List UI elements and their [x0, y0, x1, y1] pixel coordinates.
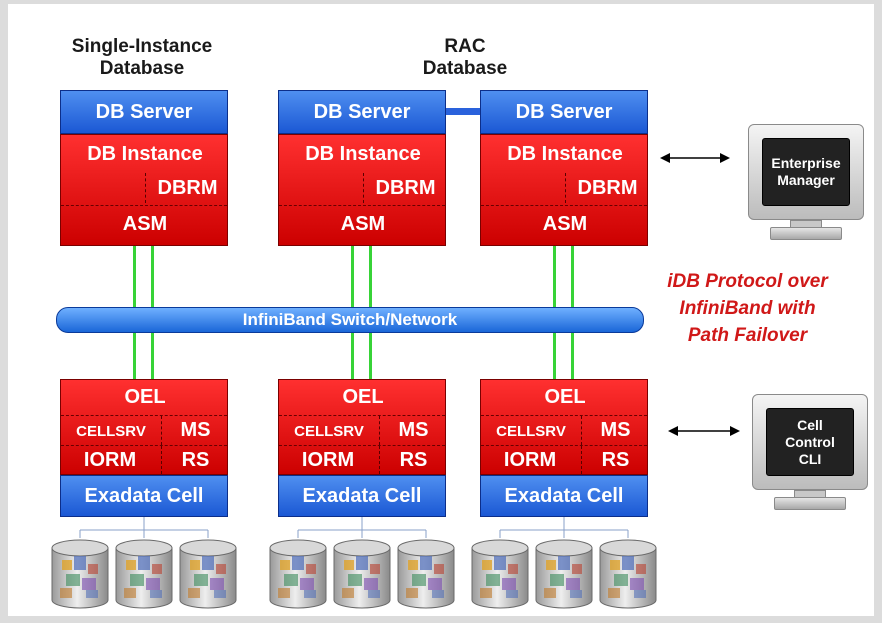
ib-link: [351, 333, 354, 379]
ib-link: [133, 246, 136, 307]
cell-software-block-2: OEL CELLSRV MS IORM RS: [278, 379, 446, 475]
disk-icon: [332, 538, 392, 610]
rs-label: RS: [581, 446, 649, 474]
exadata-cell-label: Exadata Cell: [302, 484, 422, 507]
ib-link: [553, 246, 556, 307]
disk-icon: [114, 538, 174, 610]
cellsrv-label: CELLSRV: [76, 422, 146, 440]
disk-icon: [178, 538, 238, 610]
iorm-label: IORM: [83, 448, 137, 471]
db-instance-label: DB Instance: [305, 142, 421, 165]
cell-software-block-1: OEL CELLSRV MS IORM RS: [60, 379, 228, 475]
oel-label: OEL: [544, 385, 586, 408]
ms-label: MS: [379, 416, 447, 445]
ib-link: [571, 333, 574, 379]
ib-link: [133, 333, 136, 379]
exadata-cell-3: Exadata Cell: [480, 475, 648, 517]
disk-icon: [50, 538, 110, 610]
db-instance-label: DB Instance: [87, 142, 203, 165]
db-instance-block-3: DB Instance DBRM ASM: [480, 134, 648, 246]
oel-label: OEL: [342, 385, 384, 408]
cellsrv-label: CELLSRV: [496, 422, 566, 440]
db-server-3: DB Server: [480, 90, 648, 134]
asm-label: ASM: [340, 212, 386, 235]
dbrm-label: DBRM: [145, 173, 229, 203]
db-server-label: DB Server: [95, 100, 193, 123]
ib-link: [151, 333, 154, 379]
double-arrow-icon: [660, 153, 730, 163]
exadata-cell-1: Exadata Cell: [60, 475, 228, 517]
iorm-label: IORM: [301, 448, 355, 471]
cell-control-cli-label: Cell Control CLI: [766, 408, 854, 476]
disk-icon: [534, 538, 594, 610]
exadata-cell-2: Exadata Cell: [278, 475, 446, 517]
dbrm-label: DBRM: [565, 173, 649, 203]
switch-label: InfiniBand Switch/Network: [242, 310, 458, 329]
ms-label: MS: [581, 416, 649, 445]
double-arrow-icon: [668, 426, 740, 436]
rac-interconnect: [446, 108, 480, 115]
ib-link: [571, 246, 574, 307]
db-server-2: DB Server: [278, 90, 446, 134]
oel-label: OEL: [124, 385, 166, 408]
db-server-1: DB Server: [60, 90, 228, 134]
iorm-label: IORM: [503, 448, 557, 471]
monitor-icon: Enterprise Manager: [748, 124, 864, 242]
db-instance-block-2: DB Instance DBRM ASM: [278, 134, 446, 246]
db-server-label: DB Server: [515, 100, 613, 123]
ib-link: [553, 333, 556, 379]
disk-icon: [396, 538, 456, 610]
db-instance-block-1: DB Instance DBRM ASM: [60, 134, 228, 246]
db-instance-label: DB Instance: [507, 142, 623, 165]
infiniband-switch: InfiniBand Switch/Network: [56, 307, 644, 333]
cellsrv-label: CELLSRV: [294, 422, 364, 440]
protocol-note: iDB Protocol over InfiniBand with Path F…: [667, 271, 828, 346]
rs-label: RS: [161, 446, 229, 474]
ib-link: [351, 246, 354, 307]
exadata-cell-label: Exadata Cell: [504, 484, 624, 507]
header-rac: RAC Database: [422, 36, 508, 79]
ib-link: [369, 333, 372, 379]
disk-icon: [598, 538, 658, 610]
header-single-instance: Single-Instance Database: [71, 36, 213, 79]
exadata-cell-label: Exadata Cell: [84, 484, 204, 507]
ib-link: [151, 246, 154, 307]
dbrm-label: DBRM: [363, 173, 447, 203]
monitor-icon: Cell Control CLI: [752, 394, 868, 512]
disk-icon: [470, 538, 530, 610]
disk-icon: [268, 538, 328, 610]
cell-software-block-3: OEL CELLSRV MS IORM RS: [480, 379, 648, 475]
asm-label: ASM: [122, 212, 168, 235]
ms-label: MS: [161, 416, 229, 445]
rs-label: RS: [379, 446, 447, 474]
db-server-label: DB Server: [313, 100, 411, 123]
asm-label: ASM: [542, 212, 588, 235]
enterprise-manager-label: Enterprise Manager: [762, 138, 850, 206]
ib-link: [369, 246, 372, 307]
